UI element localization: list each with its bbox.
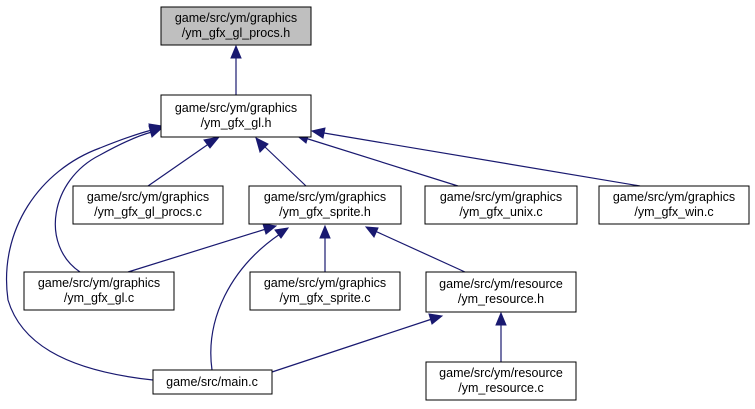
node-label-line1: game/src/main.c	[166, 375, 258, 389]
node-ym-gfx-gl-h[interactable]: game/src/ym/graphics /ym_gfx_gl.h	[160, 94, 312, 138]
arrowhead-sprite-h-from-resource-h	[364, 226, 379, 238]
node-ym-resource-c[interactable]: game/src/ym/resource /ym_resource.c	[425, 361, 577, 401]
node-box	[425, 271, 577, 313]
arrowhead-procs-h	[230, 44, 242, 59]
node-label-line2: /ym_resource.c	[458, 381, 543, 395]
arrowhead-gl-h-from-sprite-h	[255, 137, 269, 153]
edge-gl-c-to-gl-h	[54, 131, 153, 273]
edge-main-c-to-sprite-h	[210, 233, 281, 371]
node-label-line2: /ym_gfx_win.c	[634, 205, 713, 219]
node-label-line2: /ym_gfx_gl.h	[201, 116, 272, 130]
node-label-line2: /ym_gfx_gl.c	[64, 291, 134, 305]
node-ym-gfx-win-c[interactable]: game/src/ym/graphics /ym_gfx_win.c	[598, 185, 750, 225]
node-label-line1: game/src/ym/graphics	[38, 276, 160, 290]
edge-procs-c-to-gl-h	[147, 142, 211, 187]
node-label-line2: /ym_gfx_gl_procs.c	[94, 205, 202, 219]
arrowhead-gl-h-from-main-c	[148, 123, 164, 136]
node-label-line2: /ym_gfx_sprite.h	[279, 205, 371, 219]
node-ym-gfx-gl-procs-c[interactable]: game/src/ym/graphics /ym_gfx_gl_procs.c	[72, 185, 224, 225]
node-label-line1: game/src/ym/graphics	[440, 190, 562, 204]
node-box	[424, 185, 578, 225]
node-label-line1: game/src/ym/resource	[439, 366, 563, 380]
node-label-line2: /ym_gfx_unix.c	[459, 205, 542, 219]
node-label-line1: game/src/ym/graphics	[613, 190, 735, 204]
arrowhead-gl-h-from-procs-c	[203, 136, 221, 149]
node-label-line1: game/src/ym/graphics	[175, 101, 297, 115]
edge-win-c-to-gl-h	[323, 132, 641, 187]
node-box	[598, 185, 750, 225]
node-ym-gfx-sprite-h[interactable]: game/src/ym/graphics /ym_gfx_sprite.h	[248, 185, 402, 225]
node-box	[425, 361, 577, 401]
edge-gl-c-to-sprite-h	[127, 228, 267, 273]
node-box	[72, 185, 224, 225]
node-ym-gfx-sprite-c[interactable]: game/src/ym/graphics /ym_gfx_sprite.c	[249, 271, 401, 311]
arrowhead-gl-h-from-win-c	[310, 127, 326, 139]
edge-unix-c-to-gl-h	[304, 137, 459, 187]
node-ym-gfx-gl-c[interactable]: game/src/ym/graphics /ym_gfx_gl.c	[23, 271, 175, 311]
node-label-line1: game/src/ym/resource	[439, 277, 563, 291]
node-box	[23, 271, 175, 311]
edge-main-c-to-gl-h	[6, 129, 154, 381]
node-box	[160, 6, 312, 46]
node-label-line2: /ym_resource.h	[458, 292, 544, 306]
node-label-line1: game/src/ym/graphics	[264, 190, 386, 204]
node-main-c[interactable]: game/src/main.c	[152, 369, 273, 395]
node-label-line1: game/src/ym/graphics	[87, 190, 209, 204]
edge-main-c-to-resource-h	[271, 318, 433, 373]
node-label-line2: /ym_gfx_gl_procs.h	[182, 26, 290, 40]
arrowhead-resource-h-from-main-c	[428, 313, 444, 325]
arrowhead-sprite-h-from-gl-c	[262, 223, 278, 235]
node-box	[248, 185, 402, 225]
edges	[6, 44, 641, 381]
node-box	[160, 94, 312, 138]
node-box	[152, 369, 273, 395]
arrowhead-resource-h-from-resource-c	[495, 311, 507, 326]
arrowhead-sprite-h-from-main-c	[274, 227, 290, 239]
node-label-line1: game/src/ym/graphics	[264, 276, 386, 290]
edge-resource-h-to-sprite-h	[374, 230, 466, 273]
node-label-line1: game/src/ym/graphics	[175, 11, 297, 25]
node-ym-gfx-gl-procs-h[interactable]: game/src/ym/graphics /ym_gfx_gl_procs.h	[160, 6, 312, 46]
node-ym-resource-h[interactable]: game/src/ym/resource /ym_resource.h	[425, 271, 577, 313]
arrowhead-sprite-h-from-sprite-c	[319, 224, 331, 239]
edge-sprite-h-to-gl-h	[263, 145, 307, 187]
node-ym-gfx-unix-c[interactable]: game/src/ym/graphics /ym_gfx_unix.c	[424, 185, 578, 225]
node-box	[249, 271, 401, 311]
node-label-line2: /ym_gfx_sprite.c	[279, 291, 370, 305]
